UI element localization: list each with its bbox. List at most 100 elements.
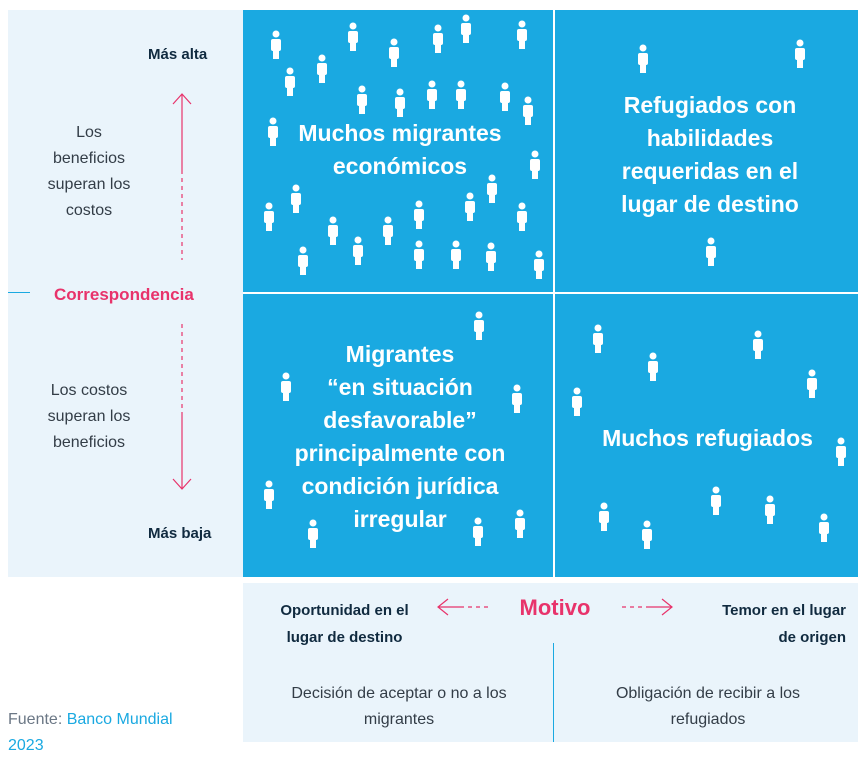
person-icon <box>474 311 484 340</box>
person-icon <box>264 202 274 231</box>
quadrant-text-line: desfavorable” <box>323 407 477 433</box>
text-line: Oportunidad en el <box>280 602 409 619</box>
person-icon <box>638 44 648 73</box>
axis-top-label: Más alta <box>148 46 208 63</box>
person-icon <box>517 202 527 231</box>
person-icon <box>433 24 443 53</box>
axis-upper-description: Los beneficios superan los costos <box>28 120 150 224</box>
quadrant-text-line: lugar de destino <box>621 191 799 217</box>
arrow-head <box>172 93 192 105</box>
person-icon <box>648 352 658 381</box>
person-icon <box>389 38 399 67</box>
left-axis-panel <box>8 10 243 577</box>
person-icon <box>530 150 540 179</box>
person-icon <box>765 495 775 524</box>
person-icon <box>414 240 424 269</box>
person-icon <box>461 14 471 43</box>
quadrant-text-line: “en situación <box>327 374 473 400</box>
person-icon <box>517 20 527 49</box>
person-icon <box>353 236 363 265</box>
person-icon <box>753 330 763 359</box>
person-icon <box>819 513 829 542</box>
person-icon <box>512 384 522 413</box>
text-line: Los costos <box>50 382 128 399</box>
person-icon <box>298 246 308 275</box>
person-icon <box>383 216 393 245</box>
text-line: Obligación de recibir a los <box>615 685 801 702</box>
person-icon <box>328 216 338 245</box>
axis-center-label: Correspondencia <box>54 285 194 304</box>
axis-lower-description: Los costos superan los beneficios <box>28 378 150 456</box>
arrow-down-icon <box>172 324 192 490</box>
text-line: superan los <box>47 408 131 425</box>
person-icon <box>487 174 497 203</box>
person-icon <box>473 517 483 546</box>
text-line: Los <box>76 124 102 141</box>
quadrant-text-line: condición jurídica <box>301 473 499 499</box>
arrow-right-icon <box>622 598 673 616</box>
person-icon <box>281 372 291 401</box>
text-line: beneficios <box>52 434 126 451</box>
bottom-right-label: Temor en el lugar de origen <box>688 597 846 651</box>
person-icon <box>271 30 281 59</box>
bottom-divider <box>553 643 554 742</box>
center-tick <box>8 292 30 293</box>
text-line: migrantes <box>363 711 435 728</box>
arrow-head <box>661 598 673 616</box>
text-line: Temor en el lugar <box>722 602 846 619</box>
person-icon <box>534 250 544 279</box>
person-icon <box>486 242 496 271</box>
person-icon <box>451 240 461 269</box>
quadrant-top-right <box>555 10 858 292</box>
quadrant-text-line: requeridas en el <box>621 158 799 184</box>
arrow-up-icon <box>172 93 192 260</box>
axis-bottom-label: Más baja <box>148 525 212 542</box>
quadrant-bottom-left <box>243 294 553 577</box>
source-prefix: Fuente: <box>8 711 67 728</box>
person-icon <box>599 502 609 531</box>
person-icon <box>465 192 475 221</box>
quadrant-text-line: Muchos refugiados <box>602 424 813 451</box>
person-icon <box>285 67 295 96</box>
person-icon <box>706 237 716 266</box>
person-icon <box>642 520 652 549</box>
text-line: costos <box>65 202 113 219</box>
text-line: Decisión de aceptar o no a los <box>291 685 507 702</box>
quadrant-text-line: Refugiados con <box>623 92 797 118</box>
quadrant-text-line: principalmente con <box>294 440 506 466</box>
person-icon <box>807 369 817 398</box>
arrow-head <box>437 598 449 616</box>
person-icon <box>795 39 805 68</box>
source-link-year[interactable]: 2023 <box>8 737 44 754</box>
person-icon <box>711 486 721 515</box>
person-icon <box>836 437 846 466</box>
person-icon <box>572 387 582 416</box>
person-icon <box>357 85 367 114</box>
person-icon <box>268 117 278 146</box>
bottom-left-label: Oportunidad en el lugar de destino <box>262 597 427 651</box>
person-icon <box>317 54 327 83</box>
bottom-center-label: Motivo <box>519 595 591 620</box>
quadrant-text-line: económicos <box>332 153 468 179</box>
person-icon <box>593 324 603 353</box>
bottom-right-caption: Obligación de recibir a los refugiados <box>563 681 853 733</box>
quadrant-text-line: Migrantes <box>345 341 455 367</box>
bottom-axis-panel <box>243 583 858 742</box>
text-line: lugar de destino <box>286 629 403 646</box>
person-icon <box>515 509 525 538</box>
quadrant-bottom-right-label: Muchos refugiados <box>575 418 840 458</box>
person-icon <box>291 184 301 213</box>
arrow-head <box>172 478 192 490</box>
person-icon <box>348 22 358 51</box>
source-link[interactable]: Banco Mundial <box>66 711 173 728</box>
person-icon <box>427 80 437 109</box>
person-icon <box>395 88 405 117</box>
text-line: de origen <box>778 629 846 646</box>
arrow-left-icon <box>437 598 488 616</box>
person-icon <box>414 200 424 229</box>
quadrant-top-left-label: Muchos migrantes económicos <box>255 110 545 190</box>
person-icon <box>500 82 510 111</box>
text-line: superan los <box>47 176 131 193</box>
text-line: refugiados <box>670 711 746 728</box>
quadrant-text-line: Muchos migrantes <box>298 120 502 146</box>
